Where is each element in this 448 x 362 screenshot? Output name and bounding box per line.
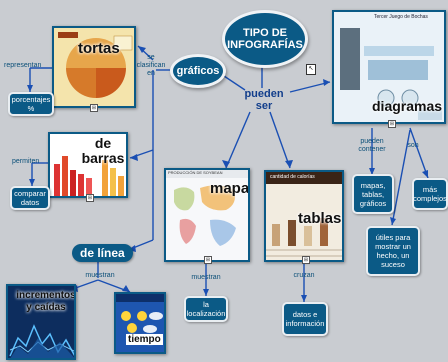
link-representan: representan xyxy=(4,62,42,69)
node-localizacion[interactable]: la localización xyxy=(184,296,228,322)
map-illustration xyxy=(166,170,248,260)
card-pin-icon[interactable]: ⊞ xyxy=(388,120,396,128)
image-tablas[interactable]: cantidad de calorías tablas xyxy=(264,170,344,262)
mapas-header-text: PRODUCCIÓN DE SOYBEAN xyxy=(168,170,223,175)
diagram-header-text: Tercer Juego de Bochas xyxy=(374,14,428,20)
tablas-title: tablas xyxy=(298,210,342,227)
node-mas-complejos[interactable]: más complejos xyxy=(412,178,448,210)
table-illustration xyxy=(266,172,342,260)
image-barras[interactable]: de barras xyxy=(48,132,128,198)
link-cruzan: cruzan xyxy=(293,272,315,279)
node-mapas-tablas-graficos[interactable]: mapas, tablas, gráficos xyxy=(352,174,394,214)
tortas-title: tortas xyxy=(78,40,120,57)
node-utiles[interactable]: útiles para mostrar un hecho, un suceso xyxy=(366,226,420,276)
image-mapas[interactable]: PRODUCCIÓN DE SOYBEAN mapas xyxy=(164,168,250,262)
link-se-clasifican: se clasifican en xyxy=(136,54,166,77)
weather-illustration xyxy=(116,294,164,352)
link-muestran-linea: muestran xyxy=(85,272,115,279)
tablas-header-text: cantidad de calorías xyxy=(270,174,315,180)
link-pueden-contener: pueden contener xyxy=(358,138,386,153)
link-pueden-ser: pueden ser xyxy=(244,88,284,112)
line-chart-illustration xyxy=(8,286,74,358)
link-muestran-mapas: muestran xyxy=(191,274,221,281)
incrementos-title: incrementos y caídas xyxy=(16,290,76,313)
image-incrementos[interactable]: incrementos y caídas xyxy=(6,284,76,360)
card-pin-icon[interactable]: ⊞ xyxy=(204,256,212,264)
node-datos-informacion[interactable]: datos e información xyxy=(282,302,328,336)
tiempo-title: tiempo xyxy=(126,334,163,345)
diagram-illustration xyxy=(334,12,444,122)
bar-chart-illustration xyxy=(50,134,126,196)
barras-title: de barras xyxy=(81,135,125,166)
mapas-title: mapas xyxy=(210,180,250,197)
card-pin-icon[interactable]: ⊞ xyxy=(86,194,94,202)
node-graficos[interactable]: gráficos xyxy=(170,54,226,88)
image-diagramas[interactable]: Tercer Juego de Bochas diagramas xyxy=(332,10,446,124)
image-tortas[interactable]: tortas xyxy=(52,26,136,108)
link-permiten: permiten xyxy=(12,158,40,165)
diagramas-title: diagramas xyxy=(372,98,443,114)
card-pin-icon[interactable]: ⊞ xyxy=(302,256,310,264)
title-text: TIPO DE INFOGRAFÍAS xyxy=(227,27,303,51)
link-son: son xyxy=(407,142,419,149)
cursor-icon: ↖ xyxy=(306,64,316,75)
pie-chart-illustration xyxy=(54,28,134,106)
node-comparar[interactable]: comparar datos xyxy=(10,186,50,210)
node-de-linea[interactable]: de línea xyxy=(72,244,133,262)
node-porcentajes[interactable]: porcentajes % xyxy=(8,92,54,116)
image-tiempo[interactable]: tiempo xyxy=(114,292,166,354)
title-node[interactable]: TIPO DE INFOGRAFÍAS xyxy=(222,10,308,68)
card-pin-icon[interactable]: ⊞ xyxy=(90,104,98,112)
